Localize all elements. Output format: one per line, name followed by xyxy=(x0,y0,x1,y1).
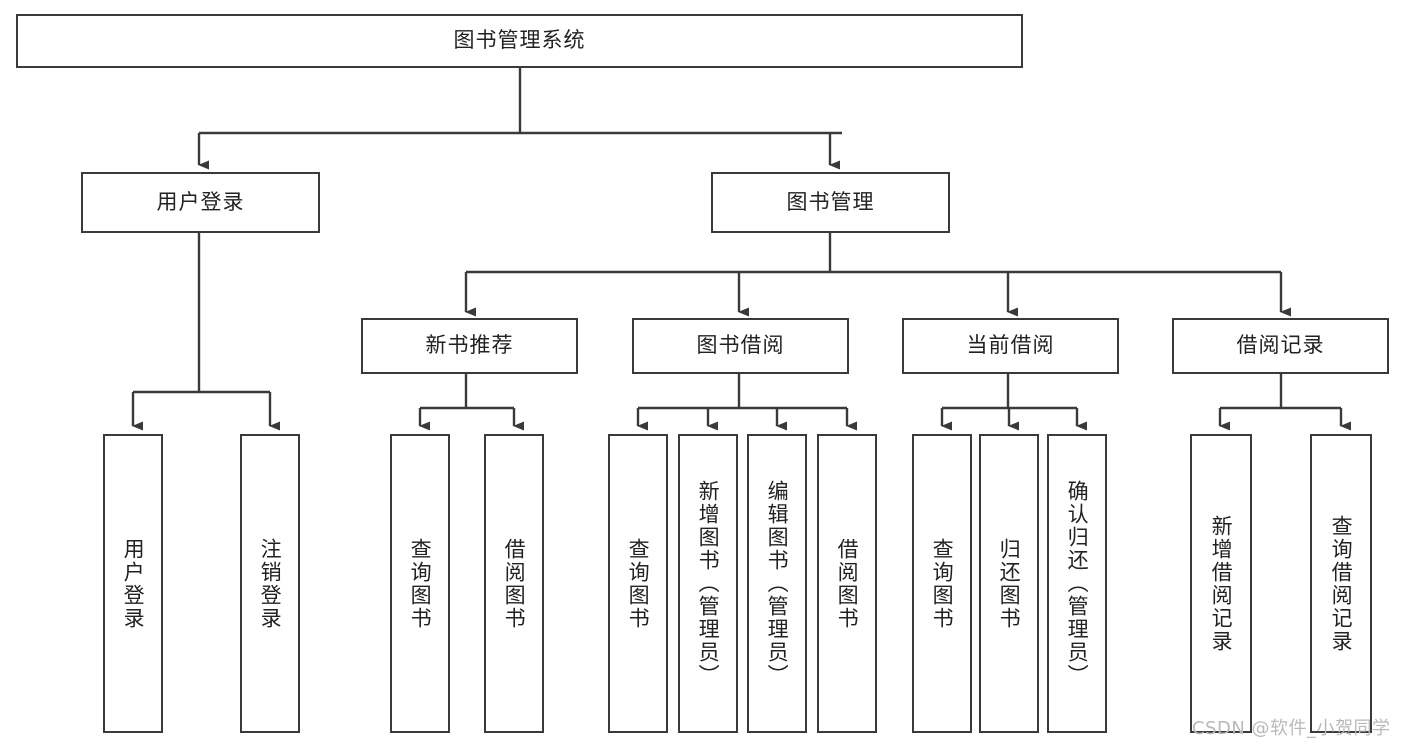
node-label: 确认归还（管理员） xyxy=(1065,480,1090,687)
leaf-user-login[interactable]: 用户登录 xyxy=(103,434,163,733)
node-current-borrow[interactable]: 当前借阅 xyxy=(902,318,1119,374)
leaf-query-borrow-record[interactable]: 查询借阅记录 xyxy=(1310,434,1372,733)
node-book-management[interactable]: 图书管理 xyxy=(711,172,950,233)
node-label: 新增借阅记录 xyxy=(1209,514,1234,653)
node-new-book-recommend[interactable]: 新书推荐 xyxy=(361,318,578,374)
node-label: 新书推荐 xyxy=(425,333,514,358)
leaf-return-book[interactable]: 归还图书 xyxy=(979,434,1039,733)
node-label: 图书管理 xyxy=(786,189,875,214)
node-label: 编辑图书（管理员） xyxy=(765,480,790,687)
leaf-query-book-3[interactable]: 查询图书 xyxy=(912,434,972,733)
node-label: 查询图书 xyxy=(626,537,651,630)
node-label: 查询图书 xyxy=(408,537,433,630)
leaf-add-book-admin[interactable]: 新增图书（管理员） xyxy=(678,434,738,733)
node-label: 注销登录 xyxy=(258,537,283,630)
leaf-query-book-2[interactable]: 查询图书 xyxy=(608,434,668,733)
leaf-add-borrow-record[interactable]: 新增借阅记录 xyxy=(1190,434,1252,733)
csdn-watermark: CSDN @软件_小贺同学 xyxy=(1192,718,1391,739)
node-book-borrow[interactable]: 图书借阅 xyxy=(632,318,849,374)
node-label: 查询借阅记录 xyxy=(1329,514,1354,653)
node-label: 用户登录 xyxy=(121,537,146,630)
leaf-confirm-return-admin[interactable]: 确认归还（管理员） xyxy=(1047,434,1107,733)
node-label: 查询图书 xyxy=(930,537,955,630)
leaf-edit-book-admin[interactable]: 编辑图书（管理员） xyxy=(747,434,807,733)
leaf-borrow-book-1[interactable]: 借阅图书 xyxy=(484,434,544,733)
node-label: 图书借阅 xyxy=(696,333,785,358)
node-label: 当前借阅 xyxy=(966,333,1055,358)
node-root-book-management-system[interactable]: 图书管理系统 xyxy=(16,14,1023,68)
node-label: 用户登录 xyxy=(156,189,245,214)
node-label: 新增图书（管理员） xyxy=(696,480,721,687)
node-label: 图书管理系统 xyxy=(453,28,586,53)
node-label: 借阅图书 xyxy=(835,537,860,630)
node-user-login[interactable]: 用户登录 xyxy=(81,172,320,233)
leaf-borrow-book-2[interactable]: 借阅图书 xyxy=(817,434,877,733)
node-label: 归还图书 xyxy=(997,537,1022,630)
node-label: 借阅记录 xyxy=(1236,333,1325,358)
node-borrow-record[interactable]: 借阅记录 xyxy=(1172,318,1389,374)
leaf-query-book-1[interactable]: 查询图书 xyxy=(390,434,450,733)
leaf-logout[interactable]: 注销登录 xyxy=(240,434,300,733)
node-label: 借阅图书 xyxy=(502,537,527,630)
